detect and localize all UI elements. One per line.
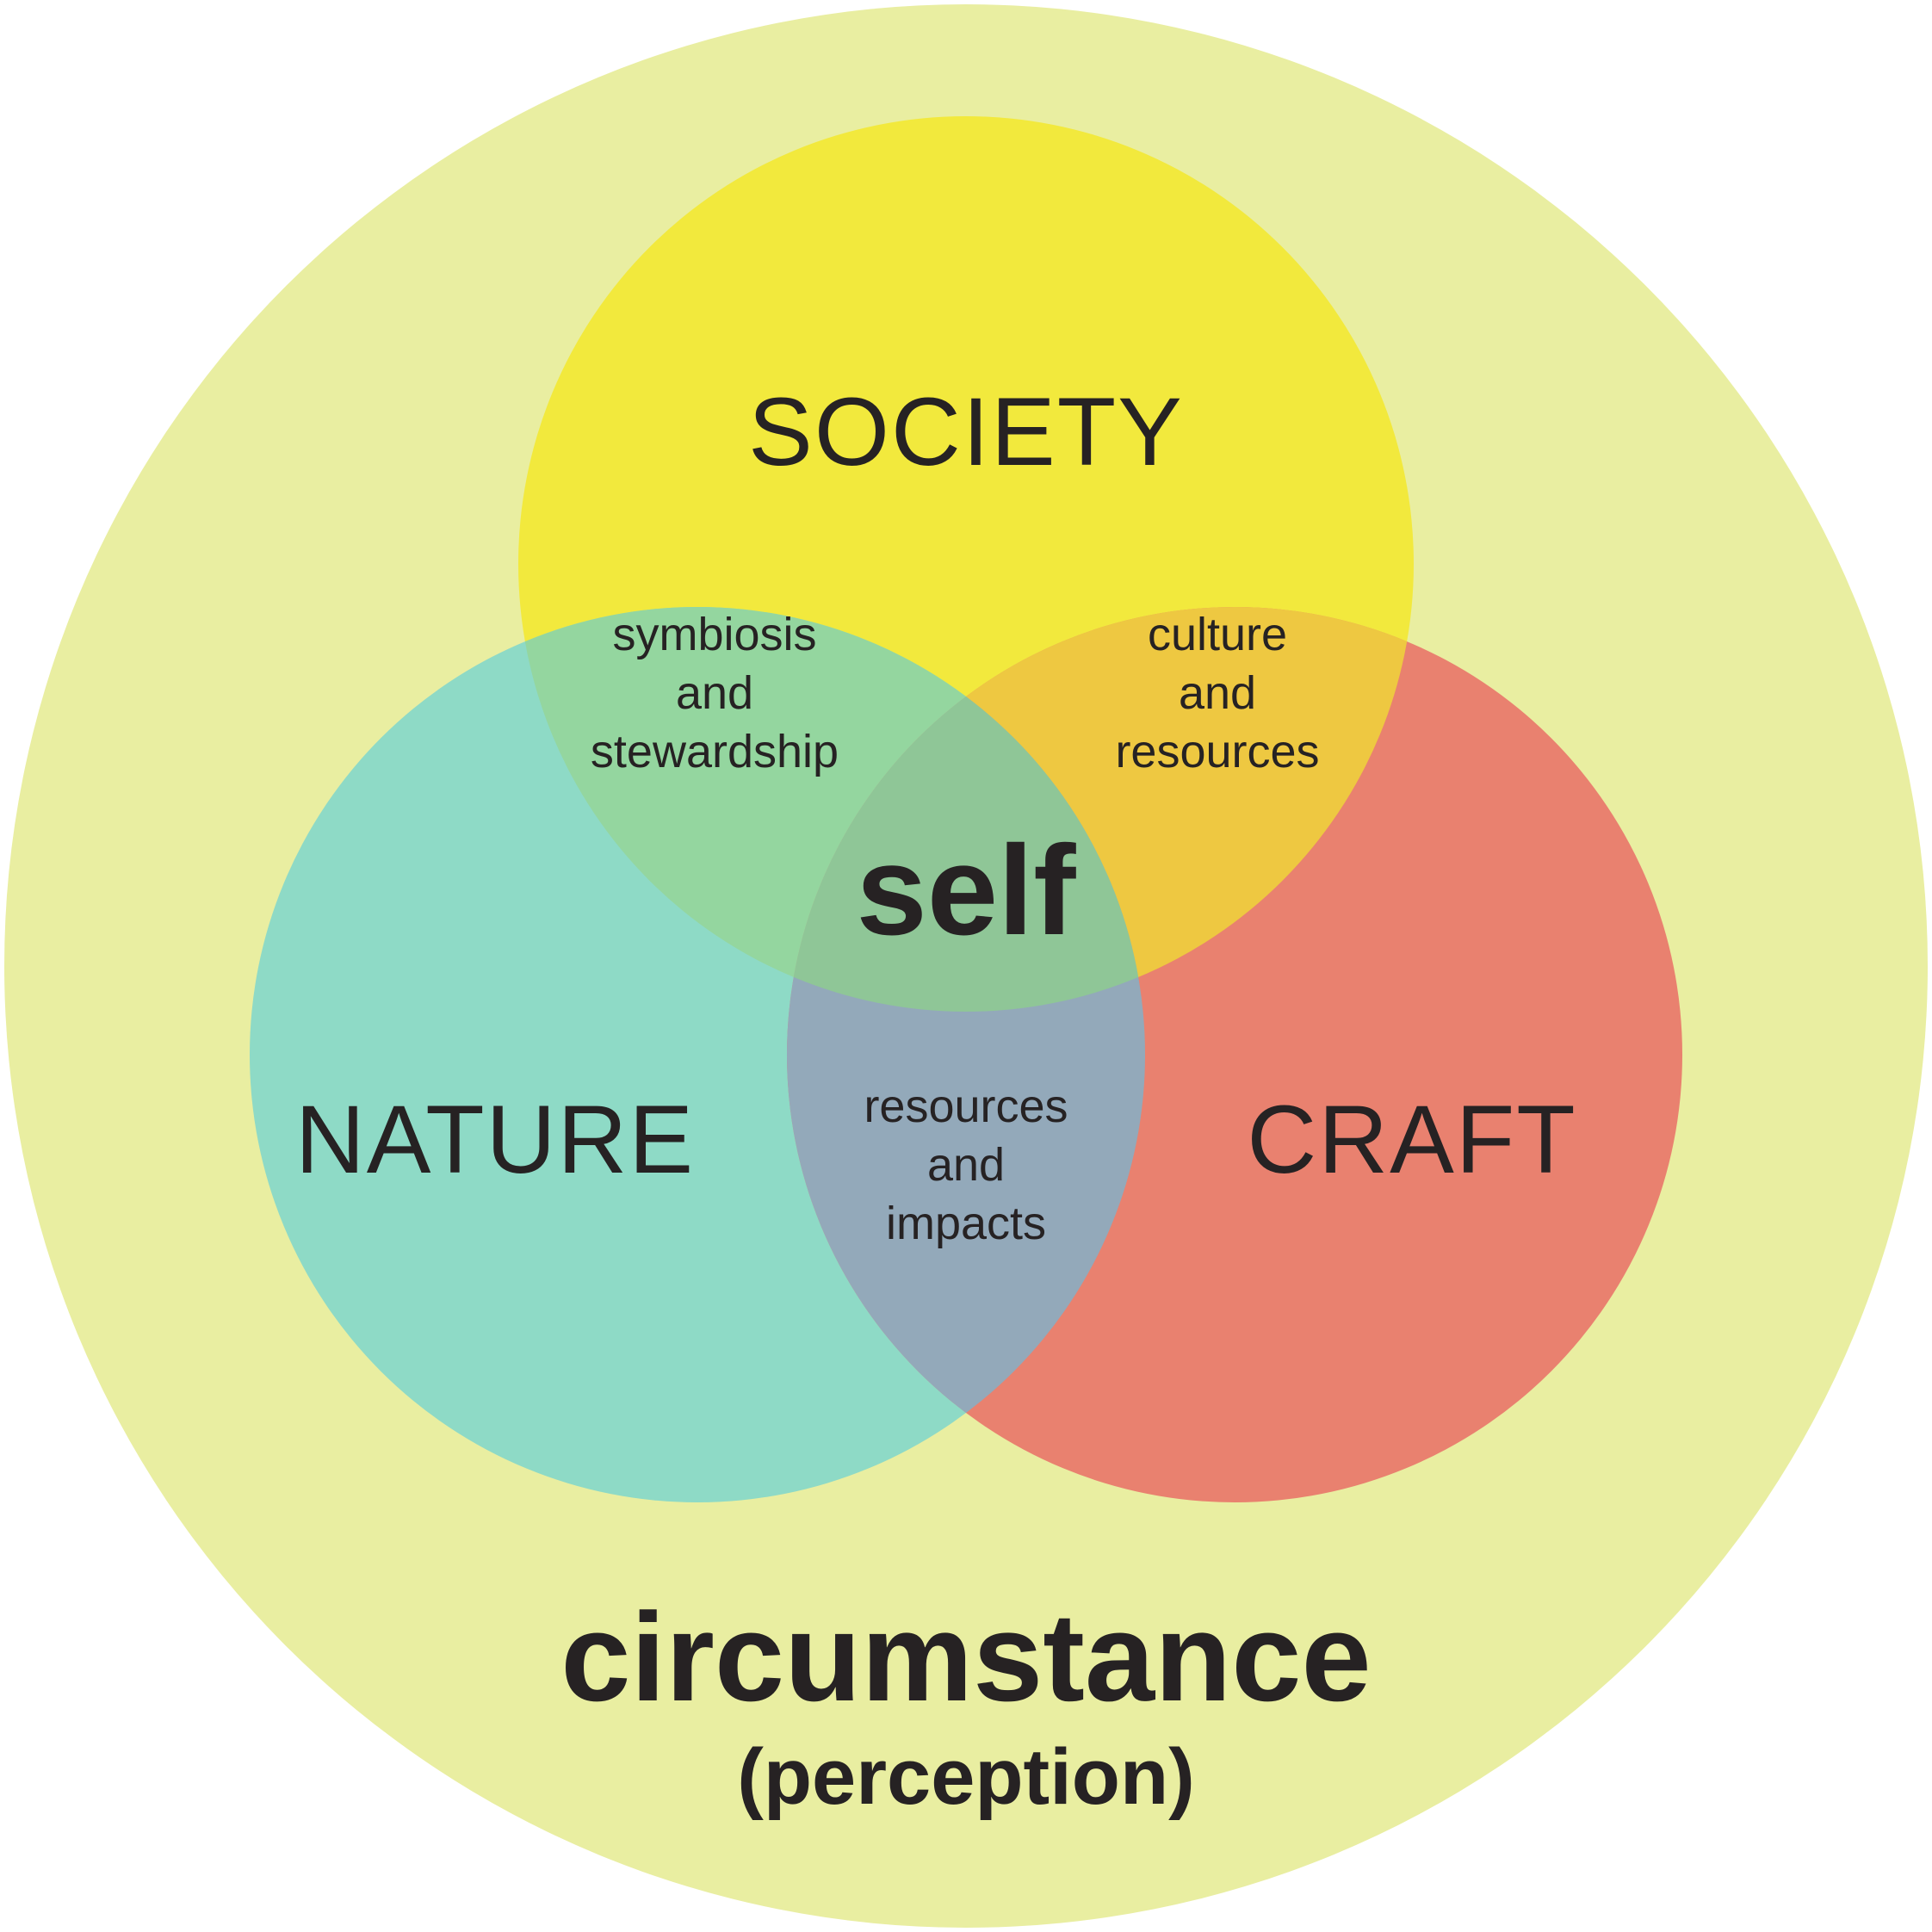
society-craft-label-line2: and xyxy=(1179,667,1256,719)
nature-craft-label-line3: impacts xyxy=(886,1198,1046,1249)
nature-label: NATURE xyxy=(295,1086,695,1193)
nature-society-label: symbiosis and stewardship xyxy=(591,609,839,777)
society-craft-label: culture and resources xyxy=(1115,609,1319,777)
nature-society-label-line3: stewardship xyxy=(591,726,839,777)
nature-craft-label: resources and impacts xyxy=(864,1081,1068,1249)
nature-society-label-line1: symbiosis xyxy=(612,609,816,660)
self-label: self xyxy=(856,820,1076,962)
society-label: SOCIETY xyxy=(748,378,1184,486)
center-overlap xyxy=(787,607,1145,1012)
circumstance-label: circumstance xyxy=(560,1587,1371,1727)
nature-craft-label-line1: resources xyxy=(864,1081,1068,1132)
perception-label: (perception) xyxy=(737,1733,1195,1821)
society-craft-label-line3: resources xyxy=(1115,726,1319,777)
nature-society-label-line2: and xyxy=(676,667,753,719)
craft-label: CRAFT xyxy=(1247,1086,1576,1193)
nature-craft-label-line2: and xyxy=(927,1139,1005,1191)
society-craft-label-line1: culture xyxy=(1148,609,1287,660)
